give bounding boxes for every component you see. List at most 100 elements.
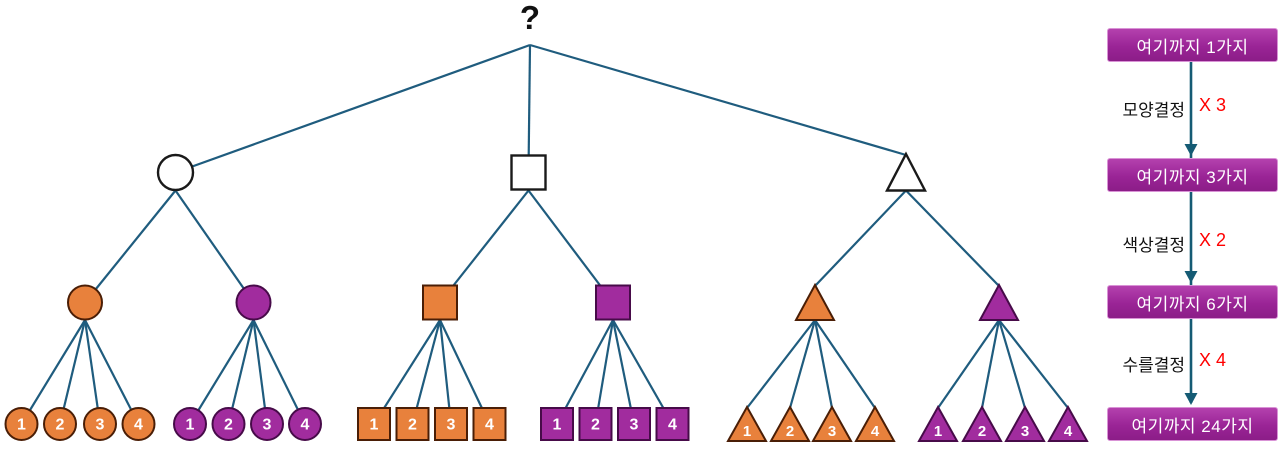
tree-edge <box>905 189 1000 287</box>
leaf-triangle-purple-4 <box>1047 404 1089 442</box>
tree-edge <box>788 319 817 409</box>
tree-edge <box>84 189 177 304</box>
tree-edge <box>175 43 531 174</box>
leaf-square-orange-2 <box>395 407 430 441</box>
leaf-number: 2 <box>224 417 233 434</box>
leaf-number: 2 <box>56 417 65 434</box>
tree-edge <box>189 319 255 425</box>
tree-edge <box>611 319 636 425</box>
leaf-square-orange-1 <box>357 407 391 441</box>
leaf-number: 4 <box>871 423 880 440</box>
tree-edge <box>612 319 674 425</box>
leaf-number: 3 <box>828 423 836 440</box>
leaf-number: 1 <box>553 417 562 434</box>
tree-edge <box>252 319 306 425</box>
tree-edge <box>439 319 491 425</box>
leaf-square-purple-3 <box>617 407 651 441</box>
shape-node-square <box>510 154 547 191</box>
step-label-number: 수를결정 <box>1122 356 1185 375</box>
leaf-square-purple-1 <box>540 407 574 441</box>
leaf-triangle-purple-3 <box>1004 404 1046 442</box>
tree-edge <box>814 319 876 409</box>
leaf-number: 3 <box>447 417 456 434</box>
summary-box-4: 여기까지 24가지 <box>1107 407 1278 441</box>
tree-edge <box>83 319 102 425</box>
tree-edge <box>227 319 255 425</box>
leaf-number: 3 <box>263 417 272 434</box>
leaf-number: 1 <box>934 423 942 440</box>
shape-node-square-orange <box>422 284 458 321</box>
leaf-circle-orange-4 <box>121 407 156 441</box>
leaf-square-purple-2 <box>578 407 613 441</box>
summary-box-1: 여기까지 1가지 <box>1107 28 1278 62</box>
root-question-mark: ? <box>519 0 541 36</box>
tree-edge <box>20 319 86 425</box>
tree-edge <box>746 319 816 409</box>
tree-edge <box>997 319 1027 409</box>
leaf-number: 2 <box>978 423 986 440</box>
summary-box-3: 여기까지 6가지 <box>1107 285 1278 319</box>
leaf-circle-purple-2 <box>211 407 246 441</box>
step-label-shape: 모양결정 <box>1122 101 1185 120</box>
tree-edge <box>594 319 615 425</box>
tree-edge <box>411 319 442 425</box>
shape-node-square-purple <box>595 284 631 321</box>
summary-box-2: 여기까지 3가지 <box>1107 158 1278 192</box>
leaf-number: 4 <box>134 417 143 434</box>
tree-edge <box>937 319 1000 409</box>
tree-edge <box>439 189 530 304</box>
shape-node-triangle-purple <box>978 282 1020 321</box>
leaf-number: 3 <box>96 417 105 434</box>
leaf-number: 3 <box>630 417 639 434</box>
leaf-circle-orange-2 <box>43 407 77 441</box>
leaf-number: 2 <box>591 417 600 434</box>
tree-edge <box>556 319 614 425</box>
shape-node-triangle <box>885 151 927 192</box>
step-multiplier-color: X 2 <box>1199 230 1227 250</box>
leaf-square-orange-3 <box>434 407 468 441</box>
leaf-number: 3 <box>1021 423 1029 440</box>
step-label-color: 색상결정 <box>1122 236 1185 255</box>
tree-edge <box>252 319 269 425</box>
tree-edge <box>813 319 834 409</box>
leaf-number: 4 <box>301 417 310 434</box>
leaf-triangle-purple-1 <box>917 404 959 442</box>
leaf-number: 1 <box>743 423 751 440</box>
shape-node-triangle-orange <box>794 282 836 321</box>
tree-edge <box>438 319 453 425</box>
leaf-square-orange-4 <box>472 407 507 441</box>
step-multiplier-number: X 4 <box>1199 350 1227 370</box>
leaf-number: 2 <box>408 417 417 434</box>
leaf-square-purple-4 <box>655 407 690 441</box>
leaf-circle-orange-3 <box>83 407 117 441</box>
tree-edge <box>373 319 441 425</box>
leaf-circle-purple-4 <box>288 407 322 441</box>
leaf-circle-purple-3 <box>250 407 284 441</box>
leaf-triangle-orange-2 <box>769 404 811 442</box>
leaf-number: 4 <box>668 417 677 434</box>
tree-edge <box>527 189 614 304</box>
leaf-number: 1 <box>17 417 26 434</box>
leaf-triangle-orange-4 <box>854 404 896 442</box>
shape-node-circle-purple <box>235 284 272 321</box>
leaf-number: 1 <box>370 417 379 434</box>
tree-edge <box>998 319 1069 409</box>
tree-edge <box>980 319 1001 409</box>
step-multiplier-shape: X 3 <box>1199 95 1227 115</box>
flow-arrow-head <box>1184 144 1198 156</box>
flow-arrow-head <box>1184 271 1198 283</box>
leaf-number: 1 <box>186 417 195 434</box>
leaf-triangle-purple-2 <box>961 404 1003 442</box>
leaf-circle-orange-1 <box>4 407 39 441</box>
leaf-number: 4 <box>1064 423 1073 440</box>
tree-edge <box>814 189 907 287</box>
leaf-number: 4 <box>485 417 494 434</box>
flow-arrow-head <box>1184 393 1198 405</box>
tree-edge <box>529 43 907 157</box>
tree-edge <box>84 319 140 425</box>
shape-node-circle-orange <box>67 284 103 321</box>
leaf-circle-purple-1 <box>173 407 207 441</box>
leaf-number: 2 <box>786 423 794 440</box>
